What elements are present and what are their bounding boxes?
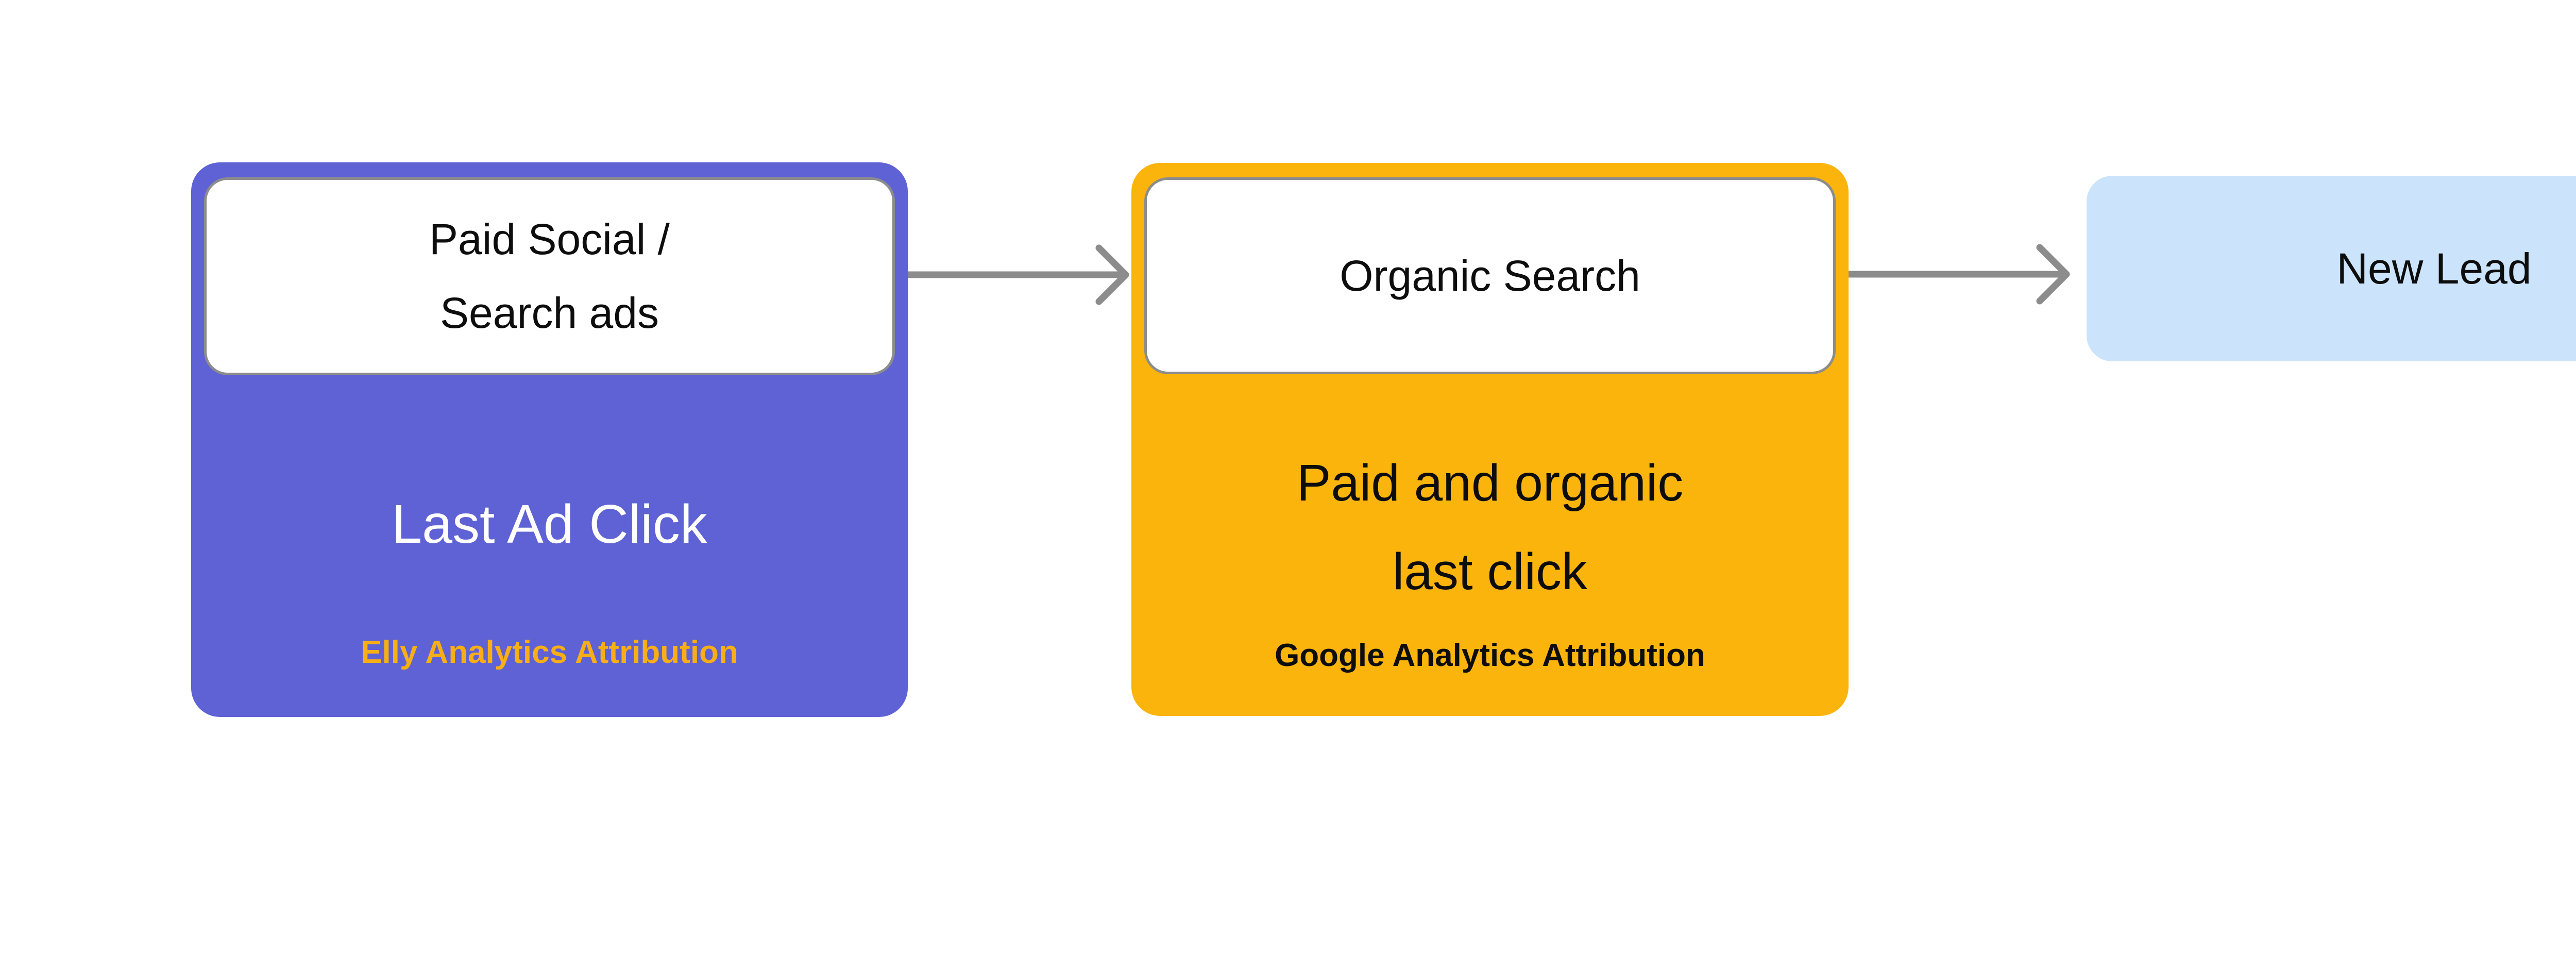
attribution-model-title: Last Ad Click — [392, 494, 707, 555]
connector-arrow-right-icon — [1849, 244, 2070, 305]
attribution-source-caption: Elly Analytics Attribution — [361, 635, 738, 670]
channel-label-line-2: Search ads — [440, 289, 659, 337]
stage-label: New Lead — [2336, 244, 2532, 293]
channel-label-card: Organic Search — [1144, 177, 1836, 374]
attribution-model-title-line-2: last click — [1393, 543, 1587, 601]
channel-label: Organic Search — [1340, 239, 1640, 313]
node-new-lead: New Lead — [2087, 176, 2576, 361]
channel-label: Paid Social / Search ads — [429, 203, 670, 350]
attribution-source-caption: Google Analytics Attribution — [1275, 638, 1705, 673]
channel-label-line-1: Organic Search — [1340, 251, 1640, 300]
node-last-ad-click: Paid Social / Search ads Last Ad Click E… — [191, 162, 908, 717]
channel-label-line-1: Paid Social / — [429, 215, 670, 263]
attribution-model-title-line-1: Paid and organic — [1296, 454, 1684, 512]
node-paid-and-organic-last-click: Organic Search Paid and organic last cli… — [1131, 163, 1849, 716]
channel-label-card: Paid Social / Search ads — [204, 177, 895, 375]
connector-arrow-right-icon — [908, 244, 1129, 305]
attribution-model-title: Paid and organic last click — [1131, 439, 1849, 616]
